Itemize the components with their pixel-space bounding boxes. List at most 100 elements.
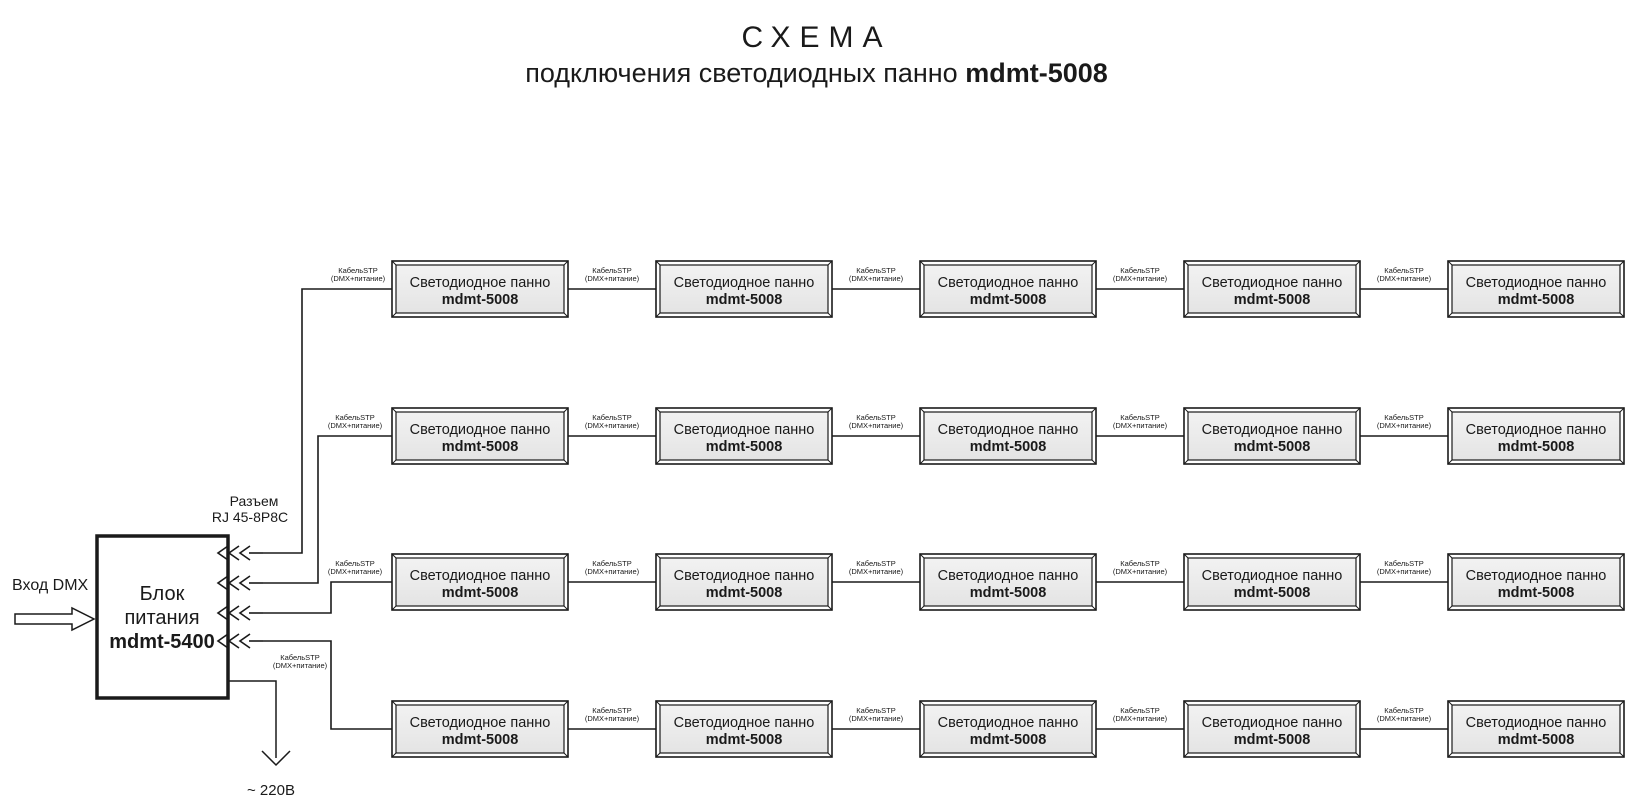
- led-panel-inner: [1451, 557, 1621, 607]
- dmx-input-label: Вход DMX: [12, 577, 89, 594]
- cable-label-line2: (DMX+питание): [585, 567, 640, 576]
- led-panel-model: mdmt-5008: [442, 292, 519, 308]
- cable-label-line1: КабельSTP: [1120, 559, 1160, 568]
- led-panel-name: Светодиодное панно: [674, 422, 815, 438]
- cable-label: КабельSTP(DMX+питание): [1377, 706, 1432, 723]
- led-panel-inner: [659, 411, 829, 461]
- cable-label-line1: КабельSTP: [1120, 266, 1160, 275]
- cable-label: КабельSTP(DMX+питание): [849, 413, 904, 430]
- cable-label-line1: КабельSTP: [335, 559, 375, 568]
- led-panel-model: mdmt-5008: [1498, 292, 1575, 308]
- led-panel-inner: [1451, 704, 1621, 754]
- power-unit-model: mdmt-5400: [109, 631, 215, 653]
- cable-label-line2: (DMX+питание): [1377, 274, 1432, 283]
- cable-label: КабельSTP(DMX+питание): [585, 559, 640, 576]
- led-panel-model: mdmt-5008: [442, 585, 519, 601]
- led-panel-name: Светодиодное панно: [410, 275, 551, 291]
- led-panel-name: Светодиодное панно: [674, 275, 815, 291]
- cable-label: КабельSTP(DMX+питание): [1113, 559, 1168, 576]
- led-panel-inner: [923, 411, 1093, 461]
- power-unit-line2: питания: [124, 607, 199, 629]
- cable-label-line2: (DMX+питание): [1377, 714, 1432, 723]
- connector-label-line1: Разъем: [230, 493, 279, 509]
- led-panel-model: mdmt-5008: [1234, 439, 1311, 455]
- diagram-title: СХЕМА подключения светодиодных панно mdm…: [0, 20, 1633, 90]
- title-subtitle: подключения светодиодных панно mdmt-5008: [0, 56, 1633, 90]
- led-panel-name: Светодиодное панно: [1202, 422, 1343, 438]
- cable-label-line2: (DMX+питание): [1113, 274, 1168, 283]
- cable-label-line1: КабельSTP: [592, 706, 632, 715]
- led-panel-model: mdmt-5008: [1234, 732, 1311, 748]
- cable-label-line2: (DMX+питание): [585, 421, 640, 430]
- cable-label: КабельSTP(DMX+питание): [331, 266, 386, 283]
- cable-label-line1: КабельSTP: [280, 653, 320, 662]
- dmx-input-arrow-icon: [14, 606, 96, 632]
- led-panel-name: Светодиодное панно: [1466, 715, 1607, 731]
- led-panel-inner: [923, 704, 1093, 754]
- cable-label: КабельSTP(DMX+питание): [1113, 266, 1168, 283]
- led-panel-inner: [1187, 264, 1357, 314]
- cable-label-line2: (DMX+питание): [849, 421, 904, 430]
- led-panel-name: Светодиодное панно: [1466, 568, 1607, 584]
- cable-label-line2: (DMX+питание): [585, 274, 640, 283]
- cable-label-line2: (DMX+питание): [273, 661, 328, 670]
- rj45-connector-icon: [216, 605, 263, 621]
- cable-label-line1: КабельSTP: [1120, 706, 1160, 715]
- connector-label-line2: RJ 45-8P8C: [212, 509, 288, 525]
- led-panel-model: mdmt-5008: [442, 439, 519, 455]
- mains-arrow-icon: [261, 750, 291, 767]
- trunk-cable: [263, 288, 392, 554]
- cable-label-line2: (DMX+питание): [1377, 567, 1432, 576]
- cable-label: КабельSTP(DMX+питание): [849, 706, 904, 723]
- cable-label-line1: КабельSTP: [1384, 266, 1424, 275]
- cable-label-line2: (DMX+питание): [328, 567, 383, 576]
- power-unit-box: [95, 534, 230, 700]
- cable-label-line1: КабельSTP: [1384, 559, 1424, 568]
- led-panel-inner: [1187, 704, 1357, 754]
- led-panel-model: mdmt-5008: [706, 439, 783, 455]
- cable-label-line1: КабельSTP: [856, 559, 896, 568]
- led-panel-model: mdmt-5008: [1498, 732, 1575, 748]
- led-panel-model: mdmt-5008: [706, 292, 783, 308]
- led-panel-inner: [395, 557, 565, 607]
- led-panel-inner: [395, 704, 565, 754]
- trunk-cable: [263, 640, 392, 730]
- led-panel-model: mdmt-5008: [970, 732, 1047, 748]
- panel-row: Светодиодное панноmdmt-5008КабельSTP(DMX…: [391, 260, 1625, 318]
- cable-label-line2: (DMX+питание): [1377, 421, 1432, 430]
- led-panel-inner: [659, 557, 829, 607]
- rj45-connectors: [216, 545, 263, 649]
- led-panel-model: mdmt-5008: [1498, 439, 1575, 455]
- led-panel-model: mdmt-5008: [970, 292, 1047, 308]
- cable-label-line2: (DMX+питание): [1113, 421, 1168, 430]
- mains-label: ~ 220В: [247, 782, 295, 799]
- cable-label: КабельSTP(DMX+питание): [1377, 413, 1432, 430]
- title-main: СХЕМА: [741, 21, 892, 54]
- led-panel-model: mdmt-5008: [1498, 585, 1575, 601]
- led-panel-name: Светодиодное панно: [410, 715, 551, 731]
- panel-row: Светодиодное панноmdmt-5008КабельSTP(DMX…: [391, 407, 1625, 465]
- cable-label: КабельSTP(DMX+питание): [1113, 413, 1168, 430]
- led-panel-name: Светодиодное панно: [1466, 422, 1607, 438]
- panel-rows: Светодиодное панноmdmt-5008КабельSTP(DMX…: [391, 260, 1625, 758]
- rj45-connector-icon: [216, 545, 263, 561]
- led-panel-inner: [1187, 557, 1357, 607]
- cable-label: КабельSTP(DMX+питание): [328, 559, 383, 576]
- trunk-cable: [263, 581, 392, 614]
- led-panel-name: Светодиодное панно: [410, 568, 551, 584]
- led-panel-model: mdmt-5008: [706, 732, 783, 748]
- cable-label-line1: КабельSTP: [1120, 413, 1160, 422]
- led-panel-inner: [1451, 411, 1621, 461]
- cable-label: КабельSTP(DMX+питание): [849, 266, 904, 283]
- cable-label: КабельSTP(DMX+питание): [585, 413, 640, 430]
